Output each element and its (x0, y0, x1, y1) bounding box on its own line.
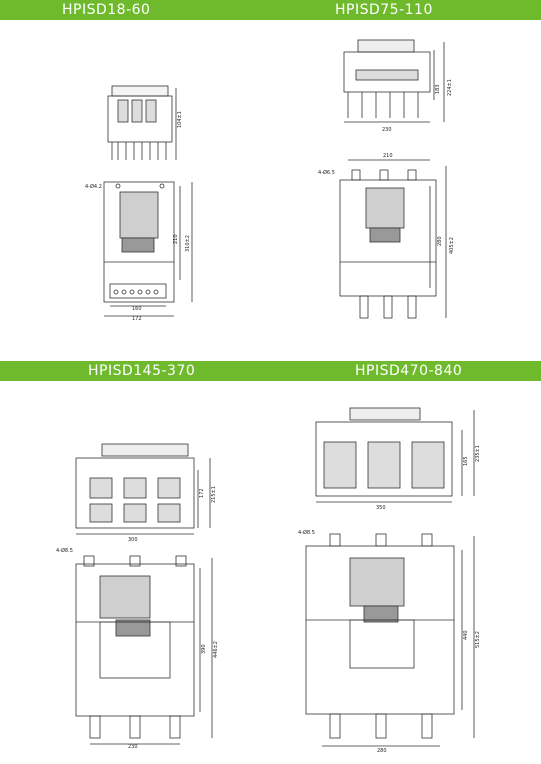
model-title-hpisd145-370: HPISD145-370 (88, 363, 196, 379)
hpisd145-370-inner-height: 172 (199, 488, 205, 498)
header-bar-middle: HPISD145-370 HPISD470-840 (0, 361, 541, 381)
hpisd470-840-mount-width: 280 (377, 748, 387, 754)
hpisd145-370-mount-height: 390 (201, 644, 207, 654)
hpisd145-370-hole-spec: 4-Ø8.5 (56, 547, 73, 554)
model-title-hpisd18-60: HPISD18-60 (62, 2, 151, 18)
hpisd145-370-side-width: 300 (128, 537, 138, 543)
hpisd75-110-side-width: 230 (382, 127, 392, 133)
hpisd470-840-hole-spec: 4-Ø8.5 (298, 529, 315, 536)
model-title-hpisd75-110: HPISD75-110 (335, 2, 433, 18)
hpisd145-370-mount-width: 230 (128, 744, 138, 750)
hpisd145-370-side-height: 215±1 (211, 486, 217, 503)
hpisd75-110-fan-height: 183 (435, 84, 441, 94)
hpisd145-370-front-view (75, 555, 213, 745)
hpisd470-840-inner-height: 165 (463, 456, 469, 466)
hpisd18-60-side-view (107, 85, 177, 160)
hpisd75-110-side-view (343, 39, 445, 123)
hpisd75-110-side-height: 224±1 (447, 79, 453, 96)
hpisd75-110-front-view (339, 159, 447, 319)
hpisd18-60-side-height: 104±1 (177, 111, 183, 128)
hpisd470-840-side-view (315, 407, 475, 503)
hpisd470-840-side-width: 350 (376, 505, 386, 511)
hpisd145-370-overall-height: 446±2 (213, 641, 219, 658)
hpisd18-60-overall-height: 310±2 (185, 235, 191, 252)
model-title-hpisd470-840: HPISD470-840 (355, 363, 463, 379)
hpisd18-60-overall-width: 172 (132, 316, 142, 322)
hpisd75-110-top-width: 210 (383, 153, 393, 159)
hpisd470-840-mount-height: 440 (463, 630, 469, 640)
hpisd75-110-hole-spec: 4-Ø6.5 (318, 169, 335, 176)
hpisd18-60-mount-width: 160 (132, 306, 142, 312)
header-bar-top: HPISD18-60 HPISD75-110 (0, 0, 541, 20)
hpisd75-110-mount-height: 280 (437, 236, 443, 246)
hpisd18-60-front-view (103, 181, 193, 317)
hpisd18-60-mount-height: 210 (173, 234, 179, 244)
hpisd470-840-side-height: 235±1 (475, 445, 481, 462)
hpisd75-110-overall-height: 405±2 (449, 237, 455, 254)
hpisd470-840-overall-height: 515±2 (475, 631, 481, 648)
hpisd18-60-hole-spec: 4-Ø4.2 (85, 183, 102, 190)
hpisd145-370-side-view (75, 443, 211, 535)
hpisd470-840-front-view (305, 533, 475, 747)
